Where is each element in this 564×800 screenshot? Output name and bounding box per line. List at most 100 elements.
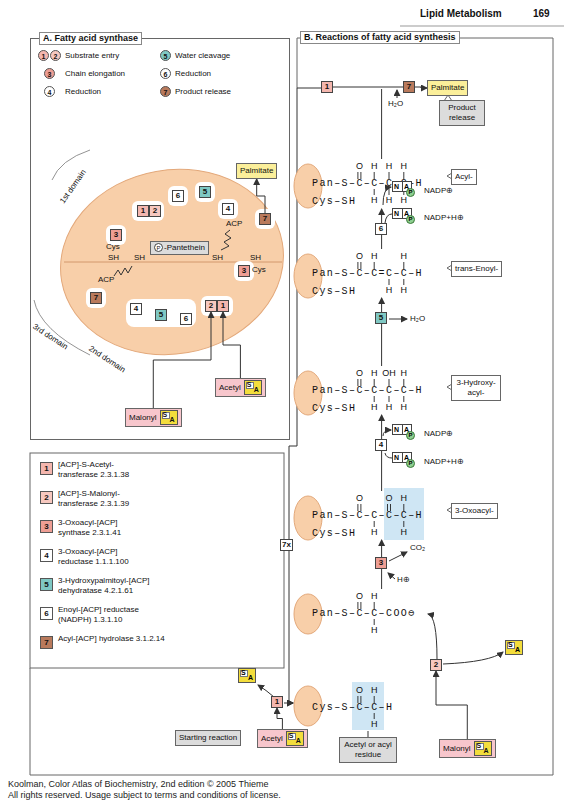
box-text: Acetyl or acyl residue bbox=[344, 740, 392, 759]
residue-label: Cys bbox=[106, 242, 120, 252]
callout-number: 1 bbox=[38, 50, 49, 61]
proton-label: H⊕ bbox=[397, 575, 410, 585]
substrate-box: AcetylSA bbox=[215, 378, 266, 397]
enzyme-step-box: 1 bbox=[271, 696, 283, 708]
bond-line bbox=[360, 602, 361, 609]
reaction-arrows bbox=[258, 89, 503, 737]
atom-label: H bbox=[366, 625, 382, 635]
step-number: 2 bbox=[209, 301, 213, 310]
connector bbox=[333, 87, 403, 88]
nadp-icon: PNA bbox=[392, 452, 412, 463]
callout-number: 4 bbox=[44, 86, 55, 97]
legend-text: 3-Oxoacyl-[ACP] reductase 1.1.1.100 bbox=[58, 547, 150, 567]
nadp-icon: PNA bbox=[392, 181, 412, 192]
atom-label: H bbox=[396, 161, 412, 171]
step-caption: Water cleavage bbox=[175, 51, 230, 61]
substrate-name: Acetyl bbox=[219, 383, 241, 392]
box-text: Acyl- bbox=[455, 172, 473, 181]
atom-label: H bbox=[366, 591, 382, 601]
coa-icon: SA bbox=[474, 741, 492, 756]
atom-label: H bbox=[366, 368, 382, 378]
atom-label: H bbox=[366, 685, 382, 695]
atom-label: H bbox=[381, 285, 397, 295]
atom-label: H bbox=[396, 527, 412, 537]
cysteine-group: Cys–SH bbox=[312, 528, 356, 540]
legend-text: Enoyl-[ACP] reductase (NADPH) 1.3.1.10 bbox=[58, 605, 150, 625]
footer: Koolman, Color Atlas of Biochemistry, 2n… bbox=[8, 779, 268, 790]
bond-line bbox=[389, 279, 390, 285]
step-number: 2 bbox=[153, 206, 157, 215]
coa-letter: S bbox=[241, 669, 246, 677]
connector bbox=[257, 179, 265, 213]
bond-line bbox=[403, 521, 404, 527]
coa-s: S bbox=[163, 411, 168, 419]
nadp-letter: N bbox=[394, 425, 399, 434]
bond-line bbox=[360, 262, 361, 269]
enzyme-step-box: 5 bbox=[155, 309, 167, 321]
atom-label: H bbox=[366, 402, 382, 412]
nadp-divider bbox=[402, 209, 403, 218]
box-text: Product release bbox=[448, 103, 476, 122]
callout-number: 5 bbox=[160, 50, 171, 61]
bond-line bbox=[374, 189, 375, 195]
panel: B. Reactions of fatty acid synthesis17Pa… bbox=[30, 38, 553, 775]
step-number: 1 bbox=[275, 697, 279, 706]
cysteine-group: Cys–SH bbox=[312, 403, 356, 415]
enzyme-step-box: 4 bbox=[222, 203, 234, 215]
enzyme-step-box: 1 bbox=[217, 300, 229, 312]
coenzyme-label: NADP+H⊕ bbox=[424, 457, 464, 467]
bond-line bbox=[387, 504, 388, 511]
bond-line bbox=[374, 713, 375, 719]
enzyme-step-box: 7 bbox=[90, 292, 102, 304]
box-text: Palmitate bbox=[431, 83, 464, 92]
bond-line bbox=[360, 172, 361, 179]
enzyme-step-box: 2 bbox=[149, 205, 161, 217]
atom-label: H bbox=[366, 161, 382, 171]
legend-number: 3 bbox=[40, 520, 53, 533]
panel-heading: B. Reactions of fatty acid synthesis bbox=[300, 31, 460, 44]
enzyme-step-box: 7 bbox=[403, 81, 415, 93]
bond-line bbox=[403, 172, 404, 179]
step-number: 5 bbox=[379, 313, 383, 322]
panel-frame bbox=[30, 38, 553, 775]
formula-chain: Pan–S–C–C–C–C–H bbox=[312, 510, 423, 522]
enzyme-shapes bbox=[294, 164, 322, 726]
atom-label: H bbox=[381, 402, 397, 412]
step-caption: Product release bbox=[175, 87, 231, 97]
step-number: 6 bbox=[379, 224, 383, 233]
coa-letter: A bbox=[515, 646, 520, 654]
bond-line bbox=[403, 379, 404, 386]
legend-number: 6 bbox=[40, 607, 53, 620]
box-text: 3-Hydroxy- acyl- bbox=[456, 378, 495, 397]
nadp-divider bbox=[402, 453, 403, 462]
atom-label: O bbox=[381, 493, 397, 503]
bond-line bbox=[374, 619, 375, 625]
nadp-letter: A bbox=[404, 209, 409, 218]
step-number: 5 bbox=[159, 310, 163, 319]
bond-line bbox=[357, 379, 358, 386]
bond-line bbox=[374, 521, 375, 527]
enzyme-step-box: 3 bbox=[375, 557, 387, 569]
coa-s: S bbox=[247, 381, 252, 389]
product-box: Palmitate bbox=[427, 80, 468, 96]
callout-number: 2 bbox=[50, 50, 61, 61]
coa-a: A bbox=[170, 416, 175, 424]
connector bbox=[223, 312, 240, 378]
callout-number: 3 bbox=[44, 68, 55, 79]
bond-line bbox=[357, 172, 358, 179]
enzyme-step-box: 6 bbox=[180, 313, 192, 325]
intermediate-tag: trans-Enoyl- bbox=[451, 261, 502, 277]
cysteine-group: Cys–SH bbox=[312, 196, 356, 208]
step-number: 7 bbox=[407, 82, 411, 91]
atom-label: H bbox=[396, 493, 412, 503]
step-number: 2 bbox=[434, 660, 438, 669]
step-number: 1 bbox=[221, 301, 225, 310]
bond-line bbox=[389, 379, 390, 386]
formula-chain: Pan–S–C–C–C–C–H bbox=[312, 385, 423, 397]
coenzyme-label: NADP+H⊕ bbox=[424, 213, 464, 223]
nadp-letter: A bbox=[404, 425, 409, 434]
bond-line bbox=[389, 172, 390, 179]
group-label: SH bbox=[108, 253, 119, 263]
intermediate-tag: 3-Oxoacyl- bbox=[451, 503, 498, 519]
